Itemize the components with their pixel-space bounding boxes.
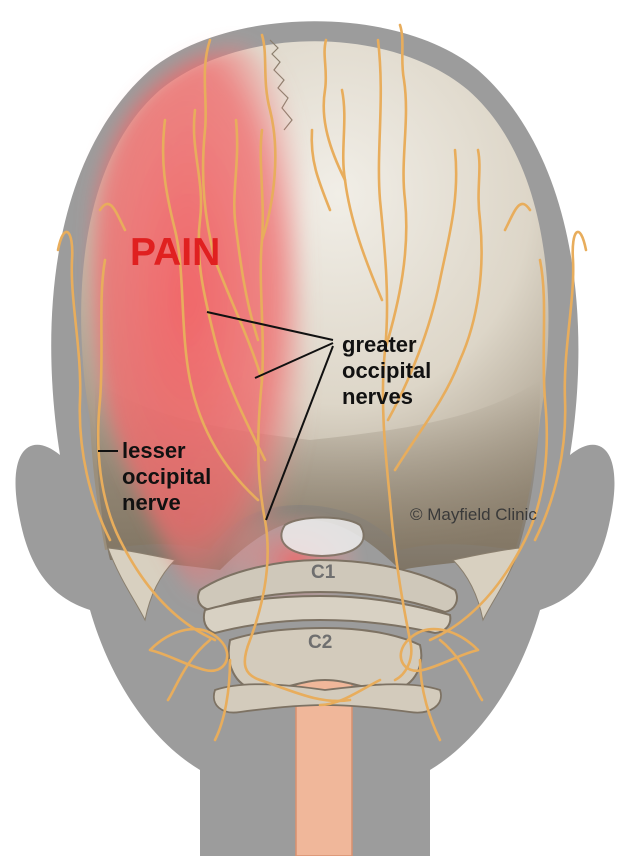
- greater-occipital-label-line2: occipital: [342, 358, 431, 383]
- lesser-occipital-label-line3: nerve: [122, 490, 181, 515]
- c2-label: C2: [308, 632, 332, 653]
- atlas-ring: [281, 518, 363, 557]
- c1-label: C1: [311, 562, 336, 583]
- greater-occipital-label-line3: nerves: [342, 384, 413, 409]
- greater-occipital-label-line1: greater: [342, 332, 417, 357]
- lesser-occipital-label-line2: occipital: [122, 464, 211, 489]
- lesser-occipital-label-line1: lesser: [122, 438, 186, 463]
- pain-label: PAIN: [130, 231, 220, 274]
- copyright-notice: © Mayfield Clinic: [410, 505, 537, 524]
